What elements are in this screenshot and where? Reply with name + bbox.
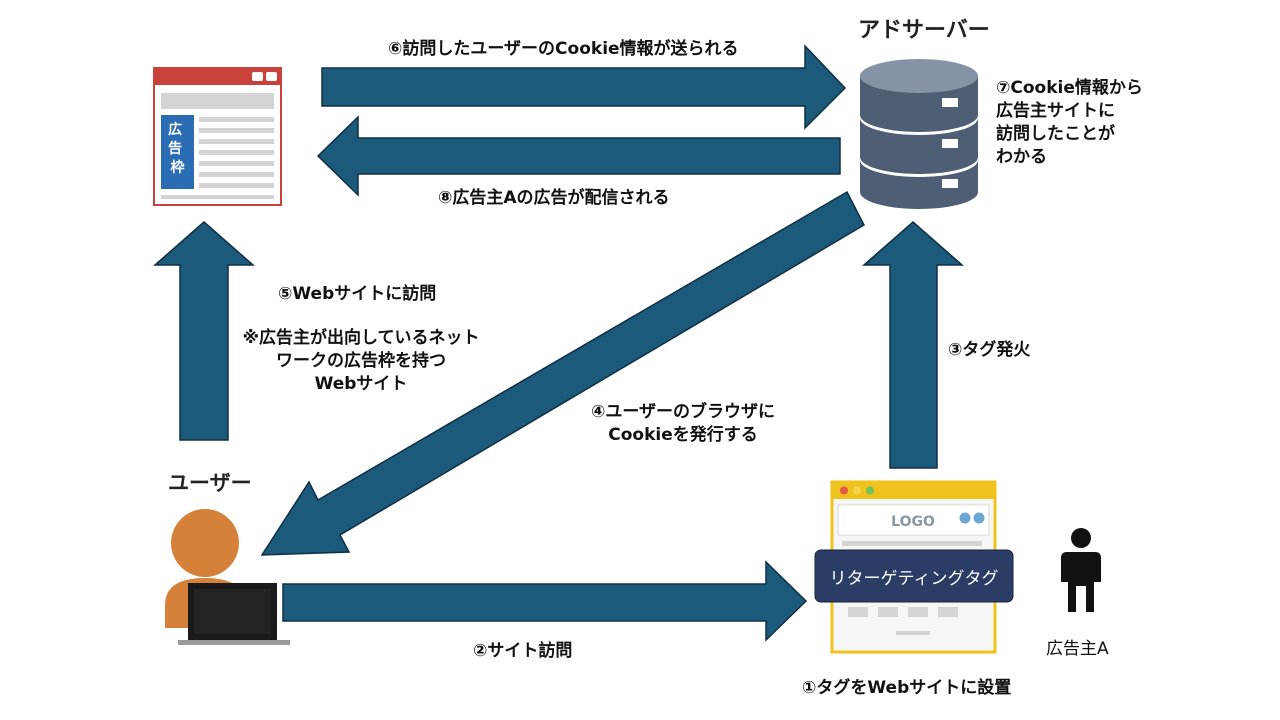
user-title: ユーザー xyxy=(168,471,252,495)
step-7-label: ⑦Cookie情報から 広告主サイトに 訪問したことが わかる xyxy=(996,78,1143,167)
step-1-label: ①タグをWebサイトに設置 xyxy=(802,678,1012,698)
arrow-4-issue-cookie xyxy=(260,190,865,556)
arrow-5-visit-website xyxy=(153,221,255,441)
step-5-label: ⑤Webサイトに訪問 xyxy=(278,284,437,304)
step-8-label: ⑧広告主Aの広告が配信される xyxy=(438,188,670,208)
arrow-3-tag-fire xyxy=(862,221,964,469)
step-6-label: ⑥訪問したユーザーのCookie情報が送られる xyxy=(388,39,739,59)
arrow-2-site-visit xyxy=(282,560,808,642)
advertiser-title: 広告主A xyxy=(1046,639,1109,659)
step-2-label: ②サイト訪問 xyxy=(473,641,573,661)
ad-frame-box xyxy=(161,115,194,189)
retargeting-tag-box xyxy=(814,549,1014,603)
site-logo-text: LOGO xyxy=(891,514,935,530)
arrow-8-ad-delivered xyxy=(316,115,841,197)
ad-frame-label: 広 告 枠 xyxy=(168,121,187,176)
step-4-label: ④ユーザーのブラウザに Cookieを発行する xyxy=(590,402,776,445)
ad-server-icon xyxy=(860,59,978,209)
advertiser-person-icon xyxy=(1061,528,1101,612)
arrow-6-cookie-info-sent xyxy=(321,44,847,130)
user-icon xyxy=(165,509,290,645)
step-3-label: ③タグ発火 xyxy=(948,340,1031,360)
step-5-note: ※広告主が出向しているネット ワークの広告枠を持つ Webサイト xyxy=(242,328,480,394)
advertiser-website: LOGO リターゲティングタグ xyxy=(814,480,1014,654)
ad-server-title: アドサーバー xyxy=(858,18,990,43)
publisher-browser-window: 広 告 枠 xyxy=(153,67,282,206)
retargeting-tag-label: リターゲティングタグ xyxy=(830,569,999,589)
